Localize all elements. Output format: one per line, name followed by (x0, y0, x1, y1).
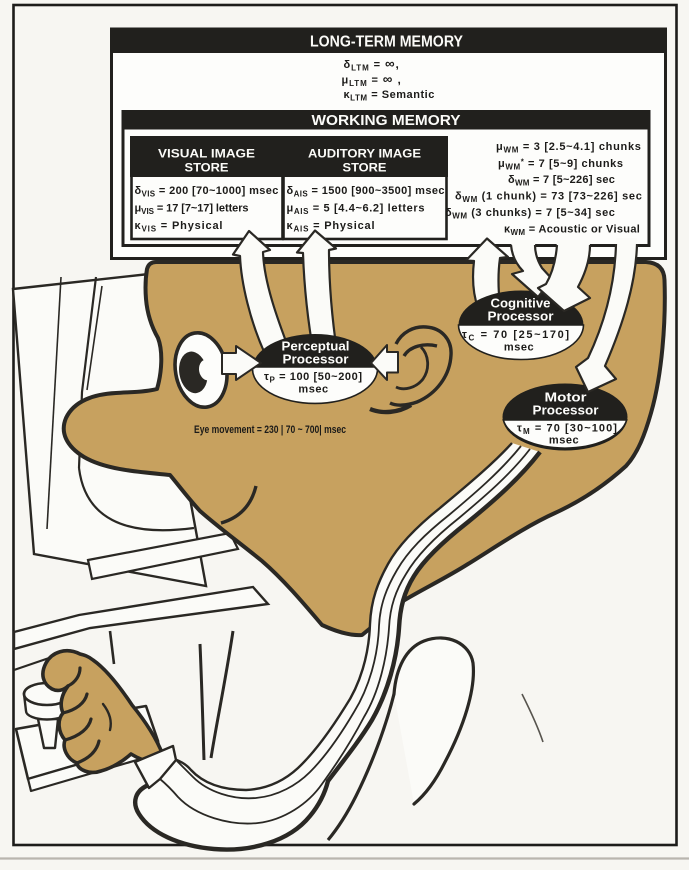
svg-text:msec: msec (549, 435, 579, 447)
svg-text:msec: msec (298, 384, 328, 396)
svg-text:μVIS = 17 [7~17] letters: μVIS = 17 [7~17] letters (135, 203, 249, 217)
svg-text:STORE: STORE (185, 161, 229, 175)
svg-text:msec: msec (504, 342, 534, 354)
svg-text:Motor: Motor (545, 391, 587, 405)
svg-text:κWM = Acoustic or Visual: κWM = Acoustic or Visual (504, 224, 640, 238)
svg-text:κLTM = Semantic: κLTM = Semantic (344, 89, 435, 103)
svg-text:τC = 70 [25~170]: τC = 70 [25~170] (462, 329, 571, 343)
svg-text:Processor: Processor (533, 404, 599, 418)
svg-text:δLTM = ∞,: δLTM = ∞, (344, 56, 400, 73)
svg-text:Eye movement = 230 | 70 ~ 700|: Eye movement = 230 | 70 ~ 700| msec (194, 424, 346, 436)
svg-text:μAIS = 5 [4.4~6.2] letters: μAIS = 5 [4.4~6.2] letters (287, 203, 426, 217)
svg-text:VISUAL IMAGE: VISUAL IMAGE (158, 147, 255, 161)
svg-text:δWM = 7 [5~226] sec: δWM = 7 [5~226] sec (508, 174, 615, 188)
svg-text:STORE: STORE (343, 161, 387, 175)
svg-text:δWM (3 chunks) = 7 [5~34] sec: δWM (3 chunks) = 7 [5~34] sec (445, 207, 615, 221)
svg-text:δWM (1 chunk) = 73 [73~226] se: δWM (1 chunk) = 73 [73~226] sec (455, 191, 643, 205)
svg-text:δVIS = 200 [70~1000] msec: δVIS = 200 [70~1000] msec (135, 185, 279, 199)
svg-text:WORKING MEMORY: WORKING MEMORY (312, 113, 461, 129)
svg-text:τP = 100 [50~200]: τP = 100 [50~200] (264, 371, 363, 385)
svg-text:Perceptual: Perceptual (282, 340, 350, 354)
svg-text:μWM = 3 [2.5~4.1] chunks: μWM = 3 [2.5~4.1] chunks (496, 141, 642, 155)
svg-text:AUDITORY IMAGE: AUDITORY IMAGE (308, 147, 421, 161)
svg-text:τM = 70 [30~100]: τM = 70 [30~100] (517, 423, 618, 437)
svg-text:κVIS = Physical: κVIS = Physical (135, 220, 224, 234)
svg-text:μWM* = 7 [5~9] chunks: μWM* = 7 [5~9] chunks (498, 157, 624, 171)
svg-text:δAIS = 1500 [900~3500] msec: δAIS = 1500 [900~3500] msec (287, 185, 445, 199)
svg-text:Cognitive: Cognitive (491, 297, 551, 311)
svg-text:LONG-TERM MEMORY: LONG-TERM MEMORY (310, 34, 464, 51)
svg-text:Processor: Processor (283, 353, 349, 367)
svg-text:Processor: Processor (488, 310, 554, 324)
svg-text:κAIS = Physical: κAIS = Physical (287, 220, 376, 234)
svg-text:μLTM = ∞ ,: μLTM = ∞ , (342, 72, 402, 89)
